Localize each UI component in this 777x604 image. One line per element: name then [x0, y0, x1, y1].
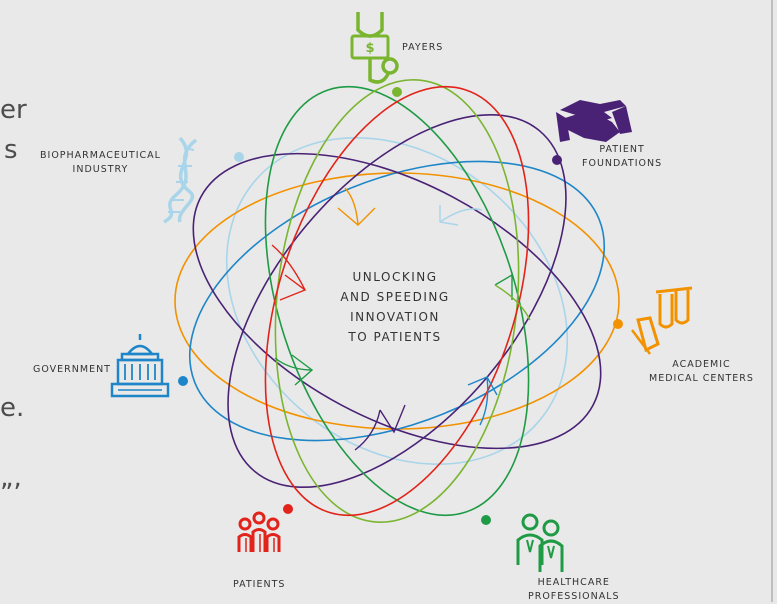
cropped-text-fragment: s — [4, 135, 18, 165]
orbit-ellipse-blue — [188, 160, 606, 442]
arrow-green-left-tail — [274, 357, 313, 371]
arrow-light-blue-tail — [439, 208, 483, 223]
orbit-ellipse-green — [264, 85, 530, 517]
dna-icon — [163, 136, 198, 224]
label-government: GOVERNMENT — [33, 364, 111, 375]
arrow-red-tail — [271, 244, 306, 291]
people-group-icon — [237, 511, 281, 552]
orbit-ellipse-red — [264, 85, 530, 517]
node-dot-payers — [392, 87, 402, 97]
orbit-ellipse-purple-a — [192, 152, 602, 450]
label-patients: PATIENTS — [233, 579, 286, 590]
handshake-icon — [556, 100, 632, 142]
capitol-icon — [110, 334, 170, 398]
label-healthcare-professionals: HEALTHCARE PROFESSIONALS — [528, 577, 620, 602]
arrow-light-blue — [439, 205, 459, 226]
node-dot-patients — [283, 504, 293, 514]
cropped-text-fragment: „, — [0, 463, 22, 493]
arrow-blue-tail — [479, 376, 489, 426]
label-academic-medical-centers: ACADEMIC MEDICAL CENTERS — [649, 359, 754, 384]
orbit-ellipse-light-blue — [225, 137, 569, 465]
label-payers: PAYERS — [402, 42, 444, 53]
node-dot-healthcare — [481, 515, 491, 525]
node-dot-government — [178, 376, 188, 386]
stethoscope-dollar-icon — [350, 12, 399, 84]
node-dot-patient-foundations — [552, 155, 562, 165]
arrow-green-tail — [494, 284, 531, 321]
center-message: UNLOCKING AND SPEEDING INNOVATION TO PAT… — [340, 270, 450, 344]
arrow-orange-tail — [344, 187, 359, 226]
test-tubes-icon — [631, 286, 693, 355]
doctors-icon — [516, 513, 564, 572]
dollar-symbol: $ — [365, 41, 374, 56]
arrow-purple-tail — [354, 409, 381, 451]
label-biopharmaceutical-industry: BIOPHARMACEUTICAL INDUSTRY — [40, 150, 161, 175]
arrow-purple — [379, 404, 406, 434]
node-dot-biopharma — [234, 152, 244, 162]
arrow-green — [494, 273, 513, 300]
node-dot-academic — [613, 319, 623, 329]
arrow-red — [279, 274, 307, 301]
cropped-text-fragment: er — [0, 95, 27, 125]
cropped-text-fragment: e. — [0, 393, 25, 423]
label-patient-foundations: PATIENT FOUNDATIONS — [582, 144, 663, 169]
page-divider — [771, 0, 773, 602]
